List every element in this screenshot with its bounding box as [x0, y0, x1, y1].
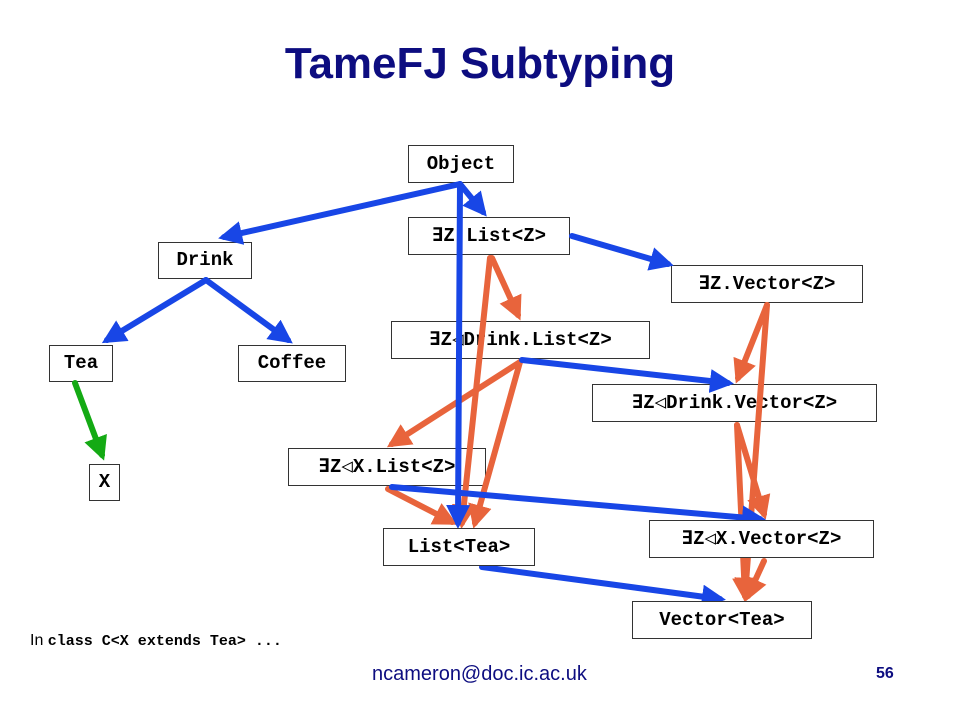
edge-existslist-to-existsvector	[569, 233, 674, 271]
page-number: 56	[876, 665, 894, 682]
node-vector-tea: Vector<Tea>	[632, 601, 812, 639]
edge-existsxvector-to-vectortea	[744, 558, 767, 602]
node-object: Object	[408, 145, 514, 183]
edge-object-to-existslist	[457, 181, 487, 217]
node-list-tea: List<Tea>	[383, 528, 535, 566]
edge-existsdrinkvector-to-existsxvector	[734, 422, 771, 520]
node-x: X	[89, 464, 120, 501]
edge-object-to-drink	[218, 181, 463, 245]
edge-existsxlist-to-listtea	[385, 486, 458, 525]
author-email: ncameron@doc.ic.ac.uk	[372, 663, 587, 685]
slide-title: TameFJ Subtyping	[284, 39, 676, 88]
edge-drink-to-tea	[101, 277, 209, 344]
node-exists-x-list: ∃Z◁X.List<Z>	[288, 448, 486, 486]
node-tea: Tea	[49, 345, 113, 382]
footnote-prefix: In	[30, 632, 48, 649]
node-exists-vector: ∃Z.Vector<Z>	[671, 265, 863, 303]
edge-existsxlist-to-existsxvector	[389, 484, 766, 530]
edge-listtea-to-vectortea	[479, 564, 726, 609]
node-exists-x-vector: ∃Z◁X.Vector<Z>	[649, 520, 874, 558]
edge-x-to-tea	[72, 380, 107, 461]
edge-existslist-to-existsdrinklist	[489, 255, 522, 321]
edge-existsvector-to-existsdrinkvector	[733, 302, 770, 384]
footnote-code: class C<X extends Tea> ...	[47, 633, 282, 650]
edge-existsdrinkvector-to-vectortea	[732, 422, 757, 602]
edge-existsdrinklist-to-existsdrinkvector	[519, 357, 734, 393]
node-exists-drink-vector: ∃Z◁Drink.Vector<Z>	[592, 384, 877, 422]
footnote: In class C<X extends Tea> ...	[30, 632, 282, 650]
edge-object-to-listtea	[446, 181, 471, 529]
node-coffee: Coffee	[238, 345, 346, 382]
node-exists-drink-list: ∃Z◁Drink.List<Z>	[391, 321, 650, 359]
edge-drink-to-coffee	[203, 277, 293, 344]
